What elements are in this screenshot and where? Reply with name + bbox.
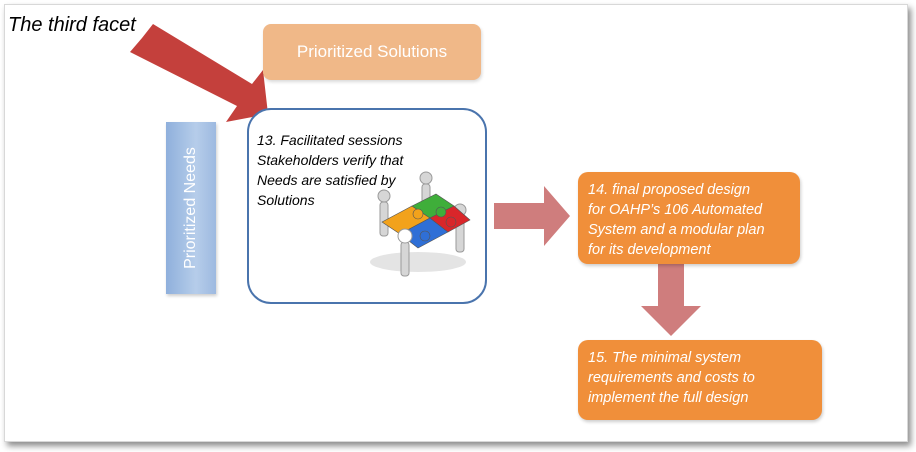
step-14-line: for its development [588, 242, 711, 258]
big-red-arrow [130, 24, 268, 122]
step-15-line: implement the full design [588, 390, 749, 406]
step-15-box: 15. The minimal system requirements and … [578, 340, 822, 420]
step-13-line: Solutions [257, 192, 315, 208]
step-15-line: requirements and costs to [588, 370, 755, 386]
page-title: The third facet [8, 14, 136, 36]
step-14-line: for OAHP’s 106 Automated [588, 202, 763, 218]
step-13-text: 13. Facilitated sessions Stakeholders ve… [257, 130, 437, 210]
prioritized-solutions-box: Prioritized Solutions [263, 24, 481, 80]
step-14-line: System and a modular plan [588, 222, 765, 238]
prioritized-solutions-label: Prioritized Solutions [296, 42, 448, 61]
step-15-line: 15. The minimal system [588, 350, 742, 366]
prioritized-needs-bar: Prioritized Needs [166, 122, 216, 294]
step-14-line: 14. final proposed design [588, 182, 751, 198]
arrow-right [494, 186, 570, 246]
arrow-down [641, 264, 701, 336]
step-14-box: 14. final proposed design for OAHP’s 106… [578, 172, 800, 264]
step-13-line: 13. Facilitated sessions [257, 132, 403, 148]
step-13-line: Needs are satisfied by [257, 172, 396, 188]
step-13-line: Stakeholders verify that [257, 152, 404, 168]
